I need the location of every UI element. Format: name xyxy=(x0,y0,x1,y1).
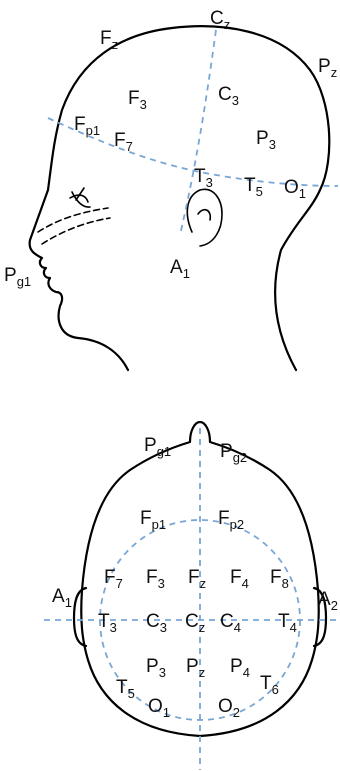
top-label-c3: C3 xyxy=(146,611,167,635)
side-label-p3: P3 xyxy=(256,128,276,152)
top-label-f7: F7 xyxy=(104,567,123,591)
top-label-fp1: Fp1 xyxy=(140,508,166,532)
top-label-fz: Fz xyxy=(188,567,206,591)
top-label-f3: F3 xyxy=(146,567,165,591)
top-label-p3: P3 xyxy=(146,656,166,680)
top-label-t6: T6 xyxy=(260,673,279,697)
side-label-a1: A1 xyxy=(170,257,190,281)
top-label-pg1: Pg1 xyxy=(144,435,171,459)
side-label-t5: T5 xyxy=(244,175,263,199)
top-label-t3: T3 xyxy=(98,611,117,635)
side-head-outline xyxy=(30,26,330,370)
top-label-fp2: Fp2 xyxy=(218,508,244,532)
top-label-p4: P4 xyxy=(230,656,250,680)
top-label-pg2: Pg2 xyxy=(220,441,247,465)
side-label-f7: F7 xyxy=(114,130,133,154)
side-label-c3: C3 xyxy=(218,84,239,108)
side-label-pg1: Pg1 xyxy=(4,265,31,289)
top-label-f4: F4 xyxy=(230,567,249,591)
side-label-o1: O1 xyxy=(284,177,306,201)
nose-arc-inner xyxy=(42,218,110,244)
eye-icon xyxy=(70,188,90,207)
side-label-f3: F3 xyxy=(128,88,147,112)
side-label-pz: Pz xyxy=(318,56,337,80)
top-label-a1: A1 xyxy=(52,586,72,610)
top-label-t5: T5 xyxy=(116,677,135,701)
top-label-c4: C4 xyxy=(220,611,241,635)
side-view xyxy=(30,26,338,370)
top-label-cz: Cz xyxy=(185,611,205,635)
side-label-cz: Cz xyxy=(210,8,230,32)
side-vertex-line xyxy=(180,30,216,235)
top-label-o1: O1 xyxy=(148,696,170,720)
ear-icon xyxy=(187,189,222,246)
top-label-a2: A2 xyxy=(318,589,338,613)
side-label-t3: T3 xyxy=(194,166,213,190)
top-label-pz: Pz xyxy=(186,656,205,680)
side-label-fp1: Fp1 xyxy=(74,114,100,138)
side-label-fz: Fz xyxy=(100,28,118,52)
top-label-t4: T4 xyxy=(278,611,297,635)
top-label-o2: O2 xyxy=(218,696,240,720)
top-view xyxy=(44,422,340,770)
